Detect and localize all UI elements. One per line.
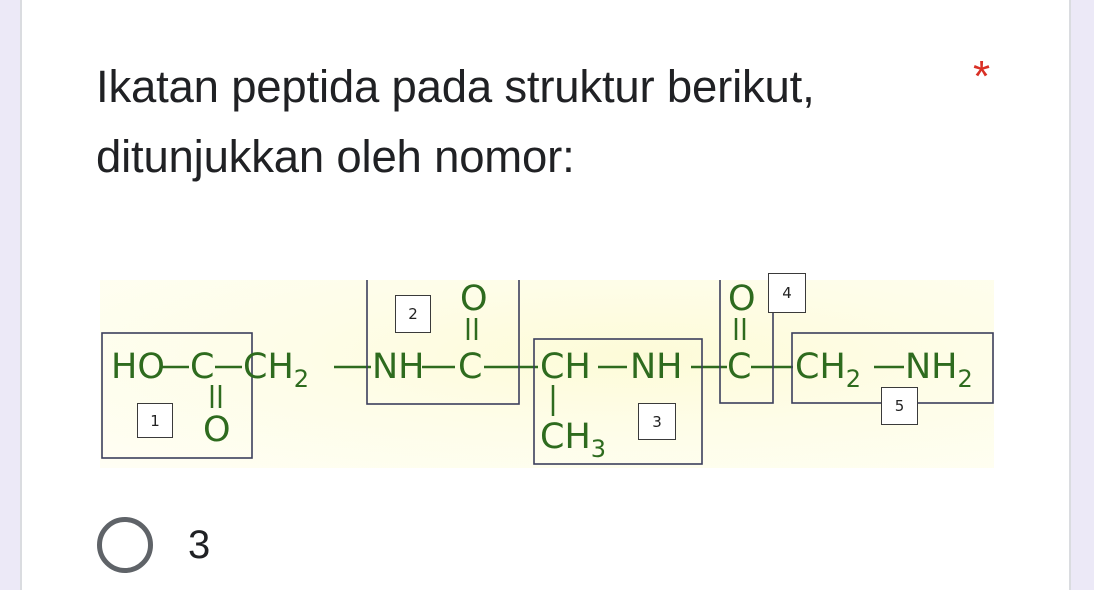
- question-title: Ikatan peptida pada struktur berikut, di…: [96, 52, 916, 192]
- atom-nh-1: NH: [372, 347, 425, 387]
- atom-ch2-b: CH2: [795, 347, 862, 393]
- atom-c1: C: [190, 347, 215, 387]
- bonds-and-boxes: [101, 280, 994, 465]
- atom-c2: C: [458, 347, 483, 387]
- radio-button[interactable]: [97, 517, 153, 573]
- atom-ch: CH: [540, 347, 591, 387]
- atom-nh2-end: NH2: [905, 347, 973, 393]
- peptide-structure-image: HO C O CH2 NH C O CH CH3 NH C O CH2 NH2 …: [100, 273, 994, 468]
- atom-o2: O: [460, 279, 488, 319]
- question-title-line-2: ditunjukkan oleh nomor:: [96, 131, 575, 182]
- label-1: 1: [137, 403, 173, 438]
- option-label[interactable]: 3: [188, 523, 211, 567]
- required-asterisk: *: [973, 52, 991, 101]
- label-3: 3: [638, 403, 676, 440]
- atom-ch2-a: CH2: [243, 347, 310, 393]
- atom-ho: HO: [111, 347, 165, 387]
- atom-o1: O: [203, 410, 231, 450]
- question-title-line-1: Ikatan peptida pada struktur berikut,: [96, 61, 815, 112]
- atom-ch3: CH3: [540, 417, 607, 463]
- atom-o3: O: [728, 279, 756, 319]
- atom-nh-2: NH: [630, 347, 683, 387]
- label-2: 2: [395, 295, 431, 333]
- label-5: 5: [881, 387, 918, 425]
- label-4: 4: [768, 273, 806, 313]
- atom-c3: C: [727, 347, 752, 387]
